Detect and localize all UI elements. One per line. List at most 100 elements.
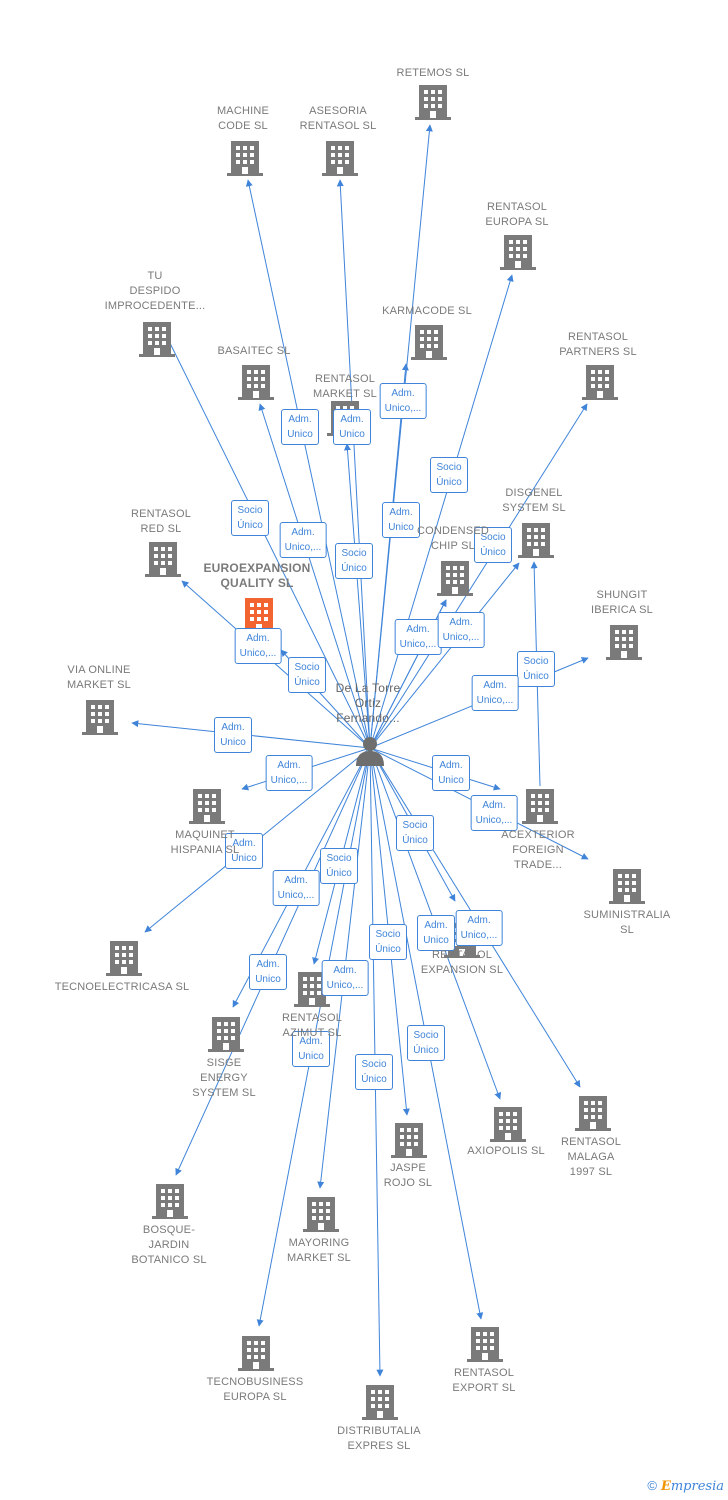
company-name-rentasol-partners[interactable]: RENTASOL PARTNERS SL: [559, 331, 637, 358]
company-name-rentasol-market[interactable]: RENTASOL MARKET SL: [313, 373, 377, 400]
building-icon-suministralia[interactable]: [609, 869, 645, 904]
role-badge-asesoria-rentasol[interactable]: Adm. Unico: [333, 409, 371, 445]
company-name-machine-code[interactable]: MACHINE CODE SL: [216, 105, 270, 132]
edge-to-rentasol-partners: [369, 403, 588, 749]
company-name-rentasol-expansion[interactable]: RENTASOL EXPANSION SL: [420, 949, 504, 976]
company-name-rentasol-azimut[interactable]: RENTASOL AZIMUT SL: [281, 1012, 343, 1039]
building-icon-acexterior[interactable]: [522, 789, 558, 824]
company-name-maquinet[interactable]: MAQUINET HISPANIA SL: [170, 829, 240, 856]
company-name-suministralia[interactable]: SUMINISTRALIA SL: [583, 909, 671, 936]
building-icon-machine-code[interactable]: [227, 141, 263, 176]
company-name-tecnoelectricasa[interactable]: TECNOELECTRICASA SL: [54, 981, 190, 993]
building-icon-asesoria-rentasol[interactable]: [322, 141, 358, 176]
company-name-basaitec[interactable]: BASAITEC SL: [217, 345, 291, 357]
edge-to-rentasol-market: [343, 443, 371, 749]
role-badge-rentasol-partners[interactable]: Socio Único: [474, 527, 512, 563]
role-badge-condensed-chip[interactable]: Adm. Unico,...: [394, 619, 442, 655]
company-name-tecnobusiness[interactable]: TECNOBUSINESS EUROPA SL: [206, 1376, 304, 1403]
role-badge-euroexpansion[interactable]: Socio Único: [288, 657, 326, 693]
building-icon-tecnoelectricasa[interactable]: [106, 941, 142, 976]
role-badge-disgenel[interactable]: Socio Único: [517, 651, 555, 687]
building-icon-rentasol-partners[interactable]: [582, 365, 618, 400]
company-name-condensed-chip[interactable]: CONDENSED CHIP SL: [416, 525, 490, 552]
building-icon-karmacode[interactable]: [411, 325, 447, 360]
building-icon-rentasol-red[interactable]: [145, 542, 181, 577]
building-icon-jaspe-rojo[interactable]: [391, 1123, 427, 1158]
building-icon-axiopolis[interactable]: [490, 1107, 526, 1142]
role-badge-tecnoelectricasa[interactable]: Adm. Unico: [225, 833, 263, 869]
role-badge-rentasol-export[interactable]: Socio Único: [407, 1025, 445, 1061]
company-name-retemos[interactable]: RETEMOS SL: [396, 67, 470, 79]
company-name-sisge[interactable]: SISGE ENERGY SYSTEM SL: [192, 1057, 256, 1099]
role-badge-tecnobusiness[interactable]: Adm. Unico: [292, 1031, 330, 1067]
role-badge-tu-despido[interactable]: Socio Único: [231, 500, 269, 536]
edge-to-tu-despido: [164, 332, 371, 749]
building-icon-mayoring[interactable]: [303, 1197, 339, 1232]
company-name-mayoring[interactable]: MAYORING MARKET SL: [287, 1237, 351, 1264]
company-name-asesoria-rentasol[interactable]: ASESORIA RENTASOL SL: [299, 105, 377, 132]
building-icon-distributalia[interactable]: [362, 1385, 398, 1420]
role-badge-axiopolis[interactable]: Adm. Unico: [417, 915, 455, 951]
building-icon-rentasol-malaga[interactable]: [575, 1096, 611, 1131]
company-name-rentasol-malaga[interactable]: RENTASOL MALAGA 1997 SL: [560, 1136, 622, 1178]
role-badge-shungit[interactable]: Adm. Unico,...: [471, 675, 519, 711]
role-badge-suministralia[interactable]: Adm. Unico,...: [470, 795, 518, 831]
role-badge-machine-code[interactable]: Adm. Unico: [281, 409, 319, 445]
role-badge-maquinet[interactable]: Adm. Unico,...: [265, 755, 313, 791]
role-badge-mayoring[interactable]: Adm. Unico,...: [321, 960, 369, 996]
role-badge-distributalia[interactable]: Socio Único: [355, 1054, 393, 1090]
role-badge-rentasol-europa[interactable]: Socio Único: [430, 457, 468, 493]
building-icon-tu-despido[interactable]: [139, 322, 175, 357]
role-badge-rentasol-market[interactable]: Socio Único: [335, 543, 373, 579]
role-badge-jaspe-rojo[interactable]: Socio Único: [369, 924, 407, 960]
role-badge-rentasol-malaga[interactable]: Adm. Unico,...: [455, 910, 503, 946]
building-icon-via-online[interactable]: [82, 700, 118, 735]
role-badge-sisge[interactable]: Adm. Unico,...: [272, 870, 320, 906]
building-icon-rentasol-export[interactable]: [467, 1327, 503, 1362]
company-name-rentasol-europa[interactable]: RENTASOL EUROPA SL: [485, 201, 549, 228]
company-name-axiopolis[interactable]: AXIOPOLIS SL: [467, 1145, 545, 1157]
company-name-rentasol-red[interactable]: RENTASOL RED SL: [130, 508, 192, 535]
building-icon-shungit[interactable]: [606, 625, 642, 660]
edge-to-rentasol-europa: [369, 274, 514, 749]
company-name-distributalia[interactable]: DISTRIBUTALIA EXPRES SL: [337, 1425, 421, 1452]
role-badge-basaitec[interactable]: Adm. Unico,...: [279, 522, 327, 558]
company-name-jaspe-rojo[interactable]: JASPE ROJO SL: [383, 1162, 433, 1189]
company-name-via-online[interactable]: VIA ONLINE MARKET SL: [67, 664, 131, 691]
role-badge-bosque-jardin[interactable]: Adm. Unico: [249, 954, 287, 990]
person-name[interactable]: De La Torre Ortiz Fernando...: [335, 681, 401, 725]
copyright-symbol: ©: [647, 1478, 657, 1493]
role-badge-condensed-chip[interactable]: Adm. Unico,...: [437, 612, 485, 648]
company-name-shungit[interactable]: SHUNGIT IBERICA SL: [591, 589, 653, 616]
edge-to-basaitec: [258, 403, 371, 749]
role-badge-rentasol-expansion[interactable]: Socio Único: [396, 815, 434, 851]
building-icon-sisge[interactable]: [208, 1017, 244, 1052]
edge-to-karmacode: [369, 363, 409, 749]
company-name-acexterior[interactable]: ACEXTERIOR FOREIGN TRADE...: [501, 829, 575, 871]
empresia-logo: Empresia: [660, 1479, 724, 1494]
role-badge-acexterior[interactable]: Adm. Unico: [432, 755, 470, 791]
company-name-disgenel[interactable]: DISGENEL SYSTEM SL: [502, 487, 566, 514]
edge-to-asesoria-rentasol: [336, 179, 371, 749]
company-name-euroexpansion[interactable]: EUROEXPANSION QUALITY SL: [203, 561, 311, 590]
company-name-tu-despido[interactable]: TU DESPIDO IMPROCEDENTE...: [104, 270, 206, 312]
building-icon-disgenel[interactable]: [518, 523, 554, 558]
building-icon-basaitec[interactable]: [238, 365, 274, 400]
edge-to-disgenel: [369, 562, 520, 749]
role-badge-rentasol-red[interactable]: Adm. Unico,...: [234, 628, 282, 664]
building-icon-retemos[interactable]: [415, 85, 451, 120]
role-badge-retemos[interactable]: Adm. Unico,...: [379, 383, 427, 419]
role-badge-via-online[interactable]: Adm. Unico: [214, 717, 252, 753]
role-badge-karmacode[interactable]: Adm. Unico: [382, 502, 420, 538]
building-icon-tecnobusiness[interactable]: [238, 1336, 274, 1371]
role-badge-rentasol-azimut[interactable]: Socio Único: [320, 848, 358, 884]
company-name-bosque-jardin[interactable]: BOSQUE- JARDIN BOTANICO SL: [131, 1224, 207, 1266]
company-name-rentasol-export[interactable]: RENTASOL EXPORT SL: [452, 1367, 516, 1394]
building-icon-bosque-jardin[interactable]: [152, 1184, 188, 1219]
person-icon[interactable]: [356, 737, 384, 766]
building-icon-maquinet[interactable]: [189, 789, 225, 824]
building-icon-rentasol-europa[interactable]: [500, 235, 536, 270]
company-name-karmacode[interactable]: KARMACODE SL: [382, 305, 472, 317]
building-icon-condensed-chip[interactable]: [437, 561, 473, 596]
